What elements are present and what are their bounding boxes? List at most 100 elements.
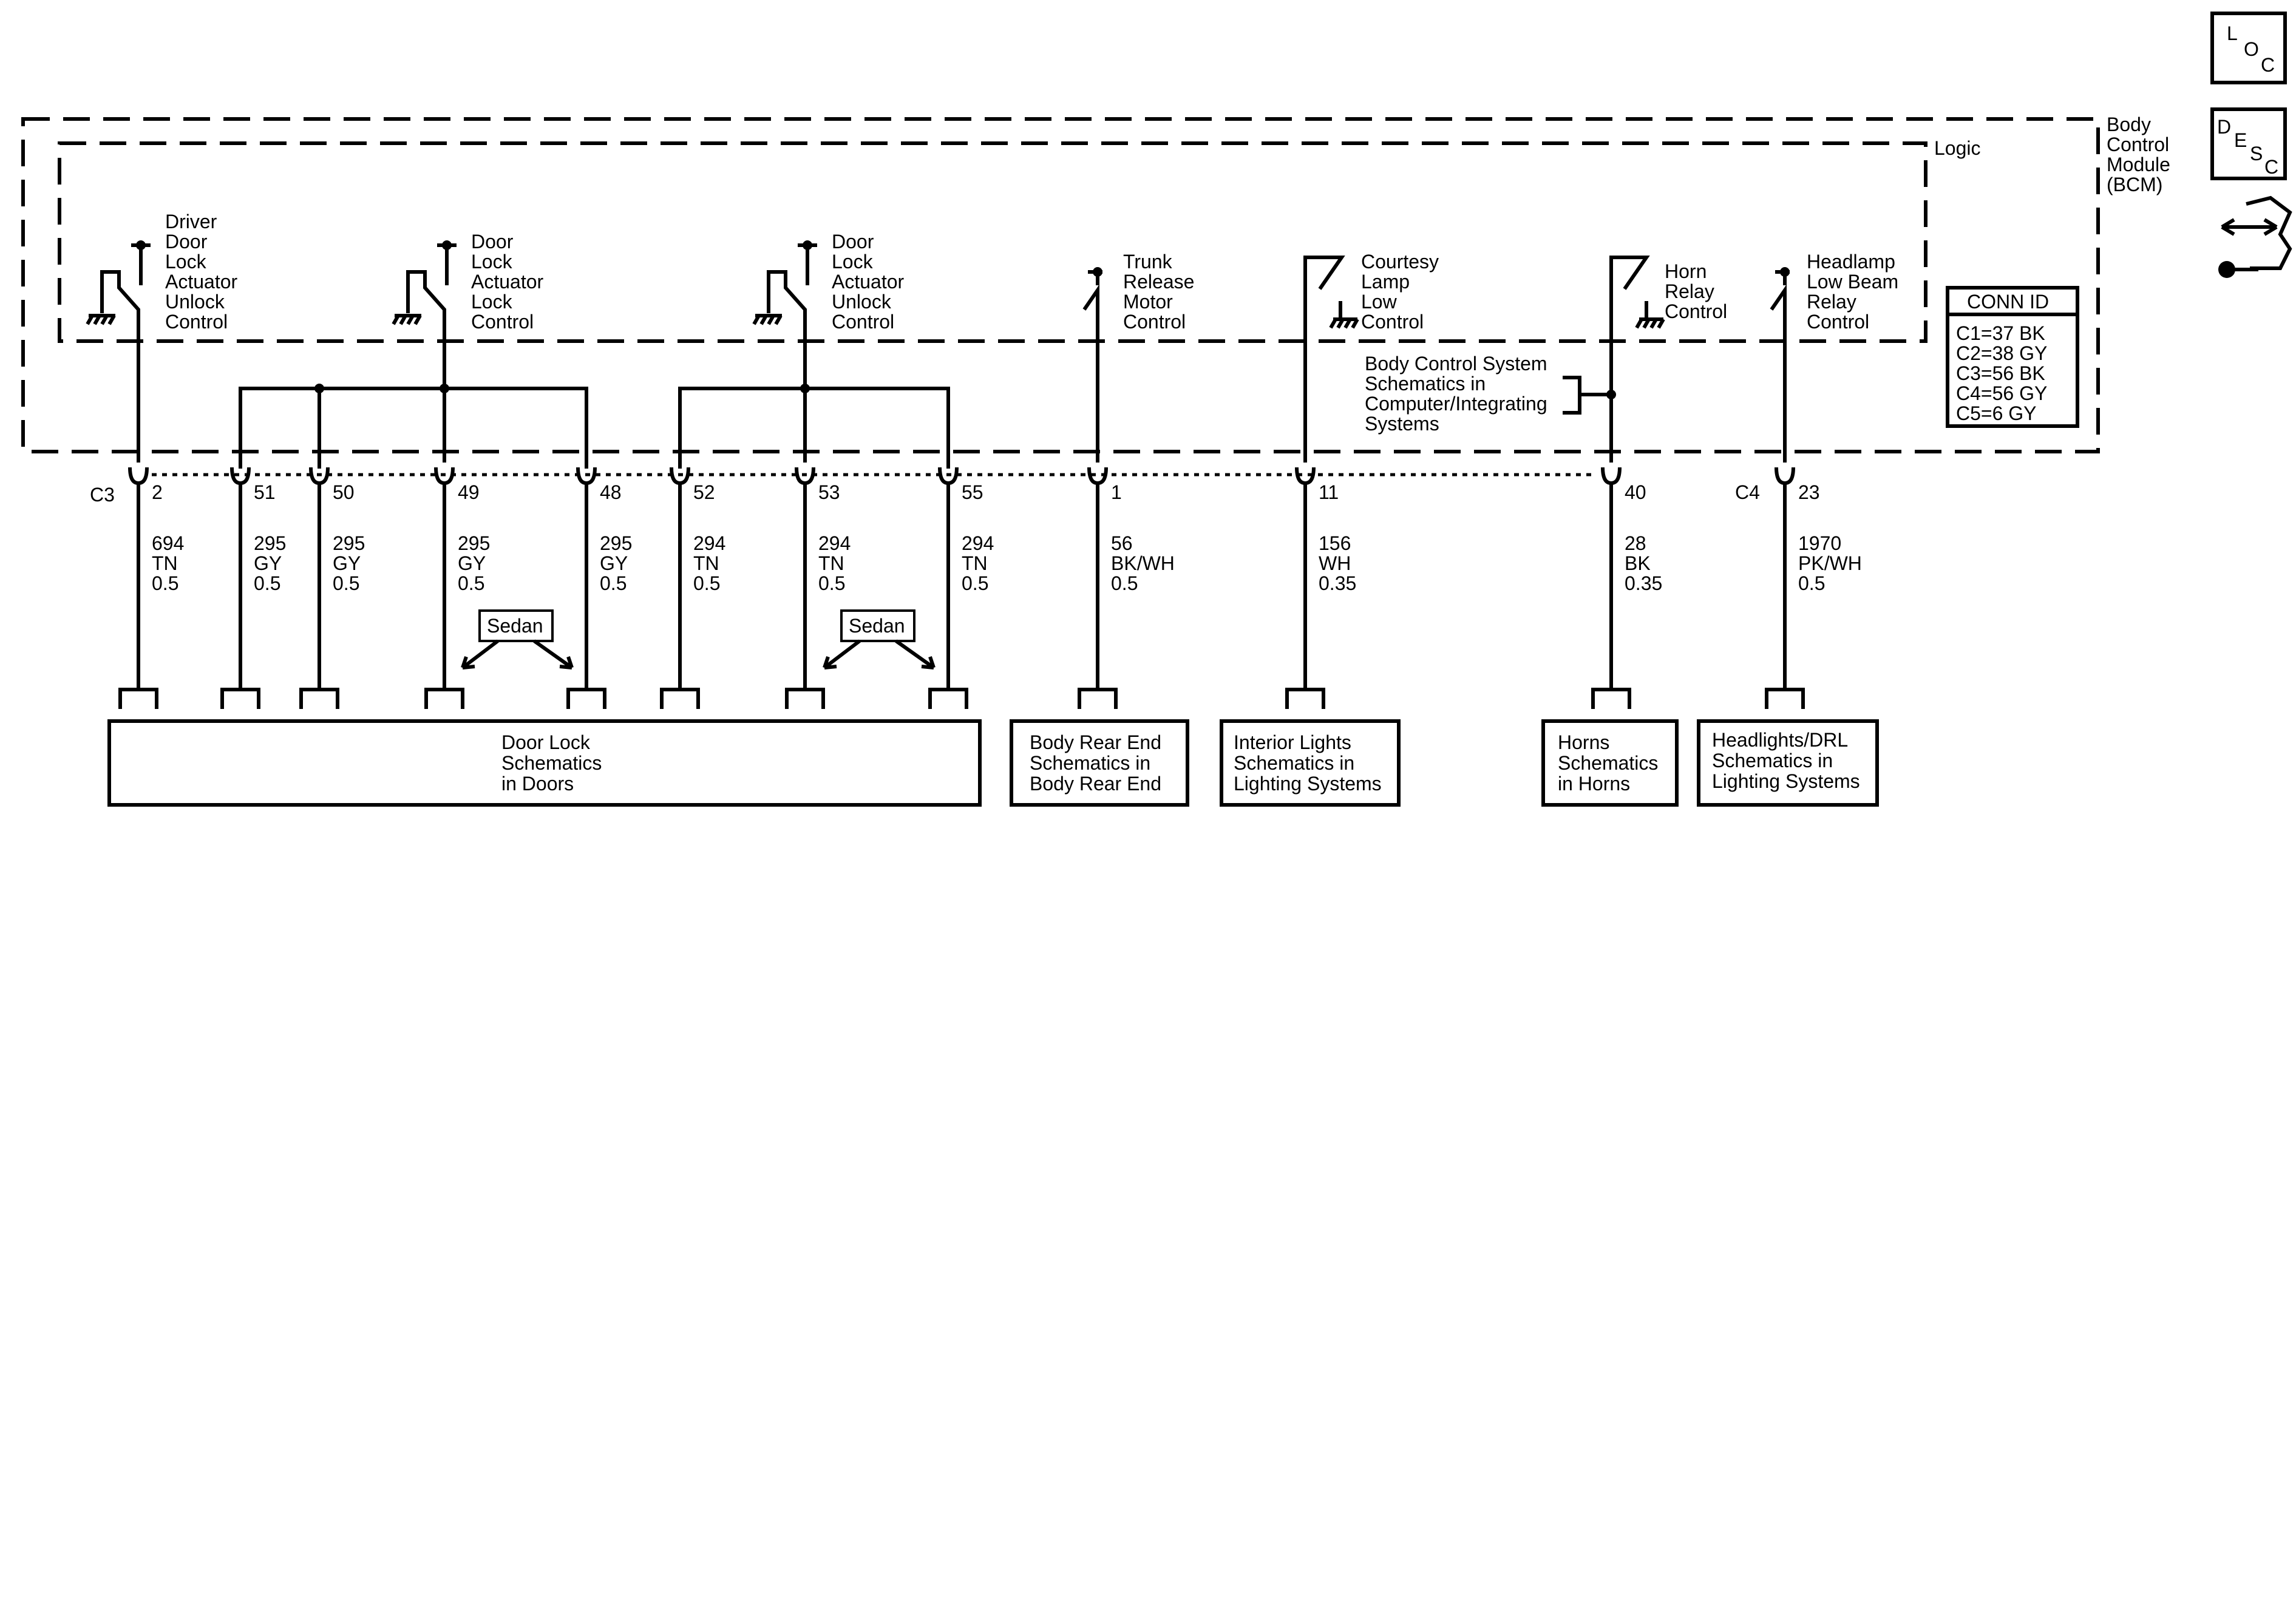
switch-courtesy-lamp (1303, 256, 1359, 463)
svg-text:CONN ID: CONN ID (1967, 291, 2049, 313)
wire-pin-49 (424, 467, 464, 709)
wire-color: PK/WH (1798, 552, 1862, 574)
circuit-number: 294 (962, 532, 994, 554)
wire-size: 0.5 (818, 572, 845, 594)
svg-text:(BCM): (BCM) (2107, 174, 2162, 195)
dest-body-rear-end-schematics[interactable]: Body Rear End Schematics in Body Rear En… (1010, 719, 1189, 807)
wire-color: TN (152, 552, 178, 574)
svg-text:Interior Lights: Interior Lights (1234, 731, 1351, 753)
svg-text:Door: Door (832, 231, 874, 253)
wire-pin-23 (1765, 467, 1805, 709)
wire-color: BK (1625, 552, 1651, 574)
bcm-boundary (21, 117, 2100, 453)
pin-number: 50 (333, 481, 355, 503)
svg-text:Actuator: Actuator (165, 271, 238, 293)
circuit-number: 295 (458, 532, 490, 554)
wire-color: GY (458, 552, 486, 574)
switch-door-lock-label: Door Lock Actuator Lock Control (471, 231, 544, 333)
svg-text:Relay: Relay (1665, 280, 1714, 302)
pin-number: 23 (1798, 481, 1820, 503)
wire-pin-55 (928, 467, 968, 709)
svg-text:in Horns: in Horns (1558, 773, 1630, 795)
wire-pin-48 (566, 467, 606, 709)
svg-text:C5=6 GY: C5=6 GY (1956, 402, 2037, 424)
svg-text:Door: Door (165, 231, 208, 253)
svg-text:C: C (2264, 156, 2278, 178)
bus-bar-unlock (678, 384, 950, 469)
svg-text:Schematics: Schematics (501, 752, 602, 774)
circuit-number: 295 (254, 532, 286, 554)
wire-pin-50 (299, 467, 339, 709)
dest-interior-lights-schematics[interactable]: Interior Lights Schematics in Lighting S… (1220, 719, 1401, 807)
svg-text:Body: Body (2107, 114, 2151, 135)
svg-text:Control: Control (165, 311, 228, 333)
svg-text:C4=56 GY: C4=56 GY (1956, 382, 2047, 404)
dest-headlights-drl-schematics[interactable]: Headlights/DRL Schematics in Lighting Sy… (1697, 719, 1879, 807)
switch-trunk-release (1082, 267, 1102, 463)
svg-text:Systems: Systems (1365, 413, 1439, 435)
svg-text:Schematics: Schematics (1558, 752, 1658, 774)
loc-icon[interactable]: L O C (2210, 12, 2287, 84)
desc-icon[interactable]: D E S C (2210, 107, 2287, 180)
wire-pin-2 (118, 467, 158, 709)
switch-door-unlock (752, 240, 817, 463)
circuit-number: 156 (1319, 532, 1351, 554)
wire-pin-1 (1078, 467, 1118, 709)
svg-text:Schematics in: Schematics in (1030, 752, 1150, 774)
wire-size: 0.5 (693, 572, 720, 594)
conn-id-box: CONN ID C1=37 BK C2=38 GY C3=56 BK C4=56… (1946, 286, 2079, 428)
switch-door-unlock-label: Door Lock Actuator Unlock Control (832, 231, 905, 333)
wire-color: TN (962, 552, 988, 574)
svg-text:E: E (2234, 129, 2247, 151)
svg-text:Trunk: Trunk (1123, 251, 1173, 273)
svg-text:Horns: Horns (1558, 731, 1609, 753)
switch-driver-unlock-label: Driver Door Lock Actuator Unlock Control (165, 211, 238, 333)
pin-number: 55 (962, 481, 983, 503)
svg-text:Headlamp: Headlamp (1807, 251, 1895, 273)
pin-number: 2 (152, 481, 163, 503)
switch-horn-relay (1609, 256, 1665, 463)
circuit-number: 295 (333, 532, 365, 554)
svg-text:Schematics in: Schematics in (1365, 373, 1486, 395)
wire-pin-53 (785, 467, 825, 709)
bus-bar-lock (239, 384, 588, 469)
wire-color: BK/WH (1111, 552, 1175, 574)
wire-group: 2694TN0.551295GY0.550295GY0.549295GY0.54… (118, 467, 1862, 709)
svg-text:Sedan: Sedan (487, 615, 543, 637)
svg-text:Lamp: Lamp (1361, 271, 1410, 293)
svg-text:Lock: Lock (471, 251, 513, 273)
circuit-number: 294 (693, 532, 725, 554)
pin-number: 11 (1319, 481, 1339, 503)
svg-text:Schematics in: Schematics in (1712, 750, 1833, 771)
pin-number: 52 (693, 481, 715, 503)
dest-door-lock-schematics[interactable]: Door Lock Schematics in Doors (107, 719, 982, 807)
switch-driver-unlock (86, 240, 151, 463)
svg-text:Headlights/DRL: Headlights/DRL (1712, 729, 1848, 751)
wire-color: TN (818, 552, 844, 574)
svg-text:Body Rear End: Body Rear End (1030, 773, 1161, 795)
svg-text:L: L (2227, 22, 2238, 44)
svg-text:Lock: Lock (832, 251, 874, 273)
svg-text:Unlock: Unlock (832, 291, 892, 313)
switch-courtesy-lamp-label: Courtesy Lamp Low Control (1361, 251, 1439, 333)
svg-text:Relay: Relay (1807, 291, 1856, 313)
bracket-note: Body Control System Schematics in Comput… (1365, 353, 1616, 435)
svg-text:Module: Module (2107, 154, 2170, 175)
svg-text:Control: Control (832, 311, 894, 333)
connector-c4-label: C4 (1735, 481, 1760, 503)
svg-text:Control: Control (1123, 311, 1186, 333)
wire-size: 0.5 (458, 572, 484, 594)
dest-horns-schematics[interactable]: Horns Schematics in Horns (1541, 719, 1679, 807)
svg-text:Computer/Integrating: Computer/Integrating (1365, 393, 1547, 415)
connector-c3-label: C3 (90, 484, 115, 506)
repair-procedure-icon[interactable] (2218, 195, 2292, 278)
pin-number: 40 (1625, 481, 1646, 503)
switch-headlamp-relay (1770, 267, 1790, 463)
switch-door-lock (392, 240, 457, 463)
wire-size: 0.5 (1111, 572, 1138, 594)
svg-text:S: S (2250, 143, 2263, 164)
svg-text:Actuator: Actuator (471, 271, 544, 293)
wire-size: 0.35 (1319, 572, 1356, 594)
svg-text:Body Control System: Body Control System (1365, 353, 1547, 375)
